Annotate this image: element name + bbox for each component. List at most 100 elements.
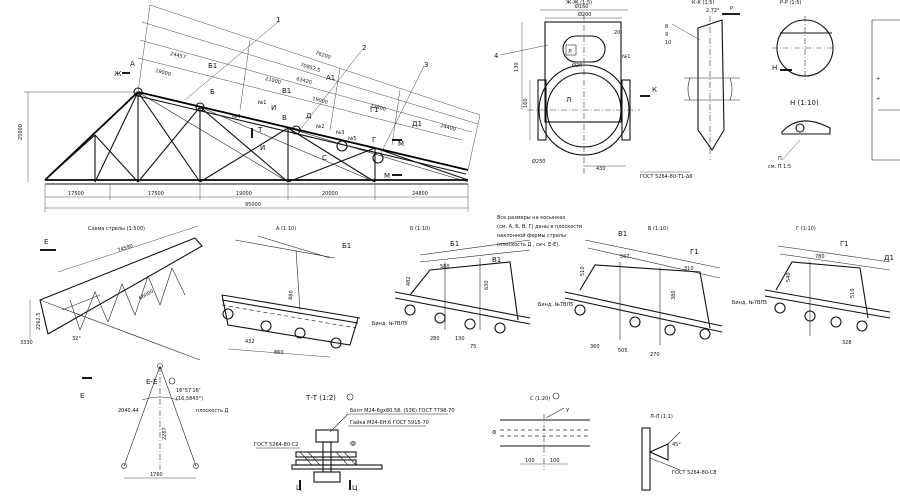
b-node-2 (434, 312, 446, 324)
tt-leader-3 (329, 413, 349, 433)
g-chord-2 (764, 295, 891, 319)
c-leader (545, 407, 565, 419)
a-dim-880: 880 (288, 290, 295, 300)
ee-node-top (157, 363, 163, 369)
v-dim-3: 360 (590, 344, 600, 350)
dim-line-top-1 (149, 4, 481, 116)
note-line-2: (см. А, Б, В, Г) даны в плоскости (497, 224, 582, 230)
ee-dim-2: 2267 (162, 427, 168, 440)
boom-lower-line (39, 299, 201, 361)
b-chord-2 (394, 297, 531, 325)
member-b1: Б1 (208, 62, 217, 70)
flange-left (537, 79, 547, 141)
dim-line-top-3 (139, 39, 473, 133)
dim-bottom-4: 20000 (322, 191, 338, 197)
note-n1: №1 (258, 100, 266, 106)
detail-b-title: Б (1:10) (410, 226, 430, 232)
top-chord-main (137, 91, 469, 171)
v-dim-1: 567 (620, 254, 630, 260)
callout-leader (671, 23, 701, 41)
mark-l-mid: Л (566, 96, 571, 104)
node-c-circle (336, 140, 348, 152)
b-member-line (419, 239, 531, 256)
b-node-3 (464, 318, 476, 330)
boom-dim-1: 74590 (117, 243, 134, 254)
diag-6 (199, 106, 289, 183)
leader-1 (184, 21, 279, 101)
section-ll: Л-Л (1:1) 45° ГОСТ 5264-80-С8 (641, 414, 717, 491)
diag-9 (287, 147, 376, 183)
dim-bottom-3: 19000 (236, 191, 252, 197)
g-member-line-2 (779, 253, 891, 271)
v-dim-4: 505 (618, 348, 628, 354)
dim-zh-l2: 160 (523, 98, 529, 108)
mark-i-2: И (260, 144, 265, 152)
a-chord-hidden (221, 304, 357, 329)
inner-line-3 (287, 127, 469, 183)
position-2: 2 (362, 44, 366, 52)
dim-line-top-2 (141, 21, 479, 125)
mark-v: В (282, 114, 287, 122)
a-member-line (257, 235, 331, 259)
b-member-v1: В1 (492, 256, 501, 264)
boom-lattice-a (61, 294, 101, 311)
dim-ext-4 (391, 89, 401, 146)
inner-line-1 (137, 91, 289, 183)
dim-top-3: 63420 (295, 76, 312, 86)
dim-top-5: 19000 (155, 68, 172, 78)
ee-title: Е-Е (146, 378, 157, 386)
a-dim-bottom (227, 348, 331, 358)
detail-a: А (1:10) Б1 880 432 860 (221, 226, 361, 358)
detail-h-title: Н (1:10) (790, 99, 819, 107)
c-mark-u: У (566, 408, 569, 414)
v-node-4 (699, 328, 711, 340)
v-dim-2: 310 (684, 266, 694, 272)
tt-nut: Гайка М24-6Н.6 ГОСТ 5915-70 (350, 419, 429, 426)
a-dim-432: 432 (245, 339, 255, 345)
detail-g: Г (1:10) Г1 Д1 780 540 328 510 Бинд. №7В… (732, 226, 894, 346)
ll-weld (648, 443, 669, 461)
b-member-line-2 (419, 249, 531, 263)
member-v1: В1 (282, 87, 291, 95)
leader-4 (499, 44, 549, 56)
b-dim-6: 630 (484, 280, 490, 290)
mark-m-2: М (384, 172, 390, 180)
g-node-3 (830, 316, 842, 328)
dim-zh-d20: Ø20 (572, 62, 582, 69)
mark-m-1: М (398, 140, 404, 148)
detail-zh-title: Ж-Ж (1:5) (566, 0, 592, 6)
ee-left-line (123, 365, 161, 467)
mark-l-box (565, 44, 577, 56)
tt-bolt: Болт М24-6gх80.58. (S36) ГОСТ 7798-70 (350, 408, 455, 414)
mark-d: Д (306, 112, 312, 120)
diag-4 (137, 91, 201, 183)
v-gusset (579, 264, 711, 329)
ll-angle: 45° (672, 442, 681, 448)
b-gusset (409, 261, 519, 321)
dim-ext-2 (239, 39, 251, 111)
boom-mark-e-top: Е (44, 238, 48, 246)
diag-10 (374, 147, 469, 181)
tt-title-circle (346, 393, 354, 401)
b-dim-2: 482 (406, 276, 412, 286)
mark-n: Н (772, 64, 777, 72)
dim-zh-430: 430 (596, 166, 606, 172)
ll-leader (649, 457, 681, 471)
mark-t: Т (257, 126, 263, 134)
ee-dim-3: 1760 (150, 472, 163, 478)
mark-l-top: Л (568, 49, 572, 55)
c-dim-1: 100 (525, 458, 535, 464)
leader-2 (299, 49, 363, 131)
v-dim-5: 510 (580, 266, 586, 276)
detail-circle-title: Р-Р (1:5) (780, 0, 801, 6)
ll-title: Л-Л (1:1) (650, 414, 673, 420)
c-title: С (1:20) (530, 396, 550, 402)
note-line-3: наклонной фермы стрелы (497, 232, 566, 239)
node-m-circle (372, 152, 384, 164)
boom-dim-5: 32° (72, 336, 81, 342)
detail-zh-zh: Ж-Ж (1:5) Ø160 Ø200 130 160 Ø250 430 Ø20… (494, 0, 692, 180)
g-chord (764, 289, 891, 313)
ll-angle-leader (667, 431, 681, 445)
a-dim-line (234, 239, 336, 259)
